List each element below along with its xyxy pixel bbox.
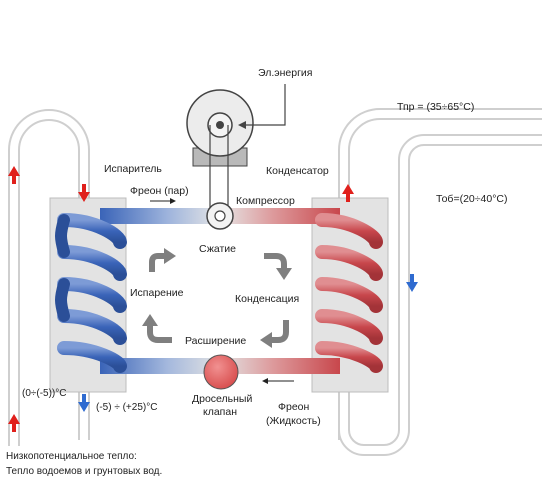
power-label: Эл.энергия [258,67,312,79]
blue-arrow-return [406,274,418,292]
cycle-arrow-evaporation-head [142,314,158,326]
vapor-flow-arrow [150,198,176,204]
condenser-label: Конденсатор [266,165,329,177]
red-arrow-condenser-out [342,184,354,202]
throttle-valve [203,354,239,390]
cycle-arrow-condensation-head [276,268,292,280]
source-water-loop [7,109,90,446]
caption-line1: Низкопотенциальное тепло: [6,451,137,462]
evaporator-coil [55,213,127,373]
compressor [206,202,234,230]
throttle-label-line1: Дросельный [192,393,252,405]
red-arrow-source-bottom [8,414,20,432]
liquid-flow-arrow [262,378,294,384]
expansion-label: Расширение [185,335,246,347]
cycle-arrow-expansion [270,320,289,343]
condensation-label: Конденсация [235,293,299,305]
source-out-temp-label: (-5) ÷ (+25)°С [96,402,157,413]
heating-water-loop [338,108,542,456]
compression-label: Сжатие [199,243,236,255]
evaporation-label: Испарение [130,287,184,299]
caption: Низкопотенциальное тепло: Тепло водоемов… [6,449,162,479]
cycle-arrow-evaporation [147,324,172,343]
cycle-arrow-compression [149,253,166,272]
compressor-label: Компрессор [236,195,295,207]
red-arrow-source-in [78,184,90,202]
compressor-motor [186,89,254,208]
cycle-arrow-compression-head [164,248,176,264]
cycle-arrow-expansion-head [260,332,272,348]
freon-liquid-label-line2: (Жидкость) [266,415,321,427]
condenser-coil [315,213,383,373]
cycle-arrow-condensation [264,253,287,270]
blue-arrow-source-out [78,394,90,412]
evaporator-label: Испаритель [104,163,162,175]
throttle-label-line2: клапан [203,406,237,418]
return-temp-label: Тоб=(20÷40°С) [436,193,507,205]
red-arrow-source-up [8,166,20,184]
freon-liquid-label-line1: Фреон [278,401,310,413]
power-arrow [238,84,286,129]
caption-line2: Тепло водоемов и грунтовых вод. [6,466,163,477]
source-in-temp-label: (0÷(-5))°С [22,388,66,399]
supply-temp-label: Тпр = (35÷65°С) [397,101,474,113]
freon-vapor-label: Фреон (пар) [130,185,189,197]
